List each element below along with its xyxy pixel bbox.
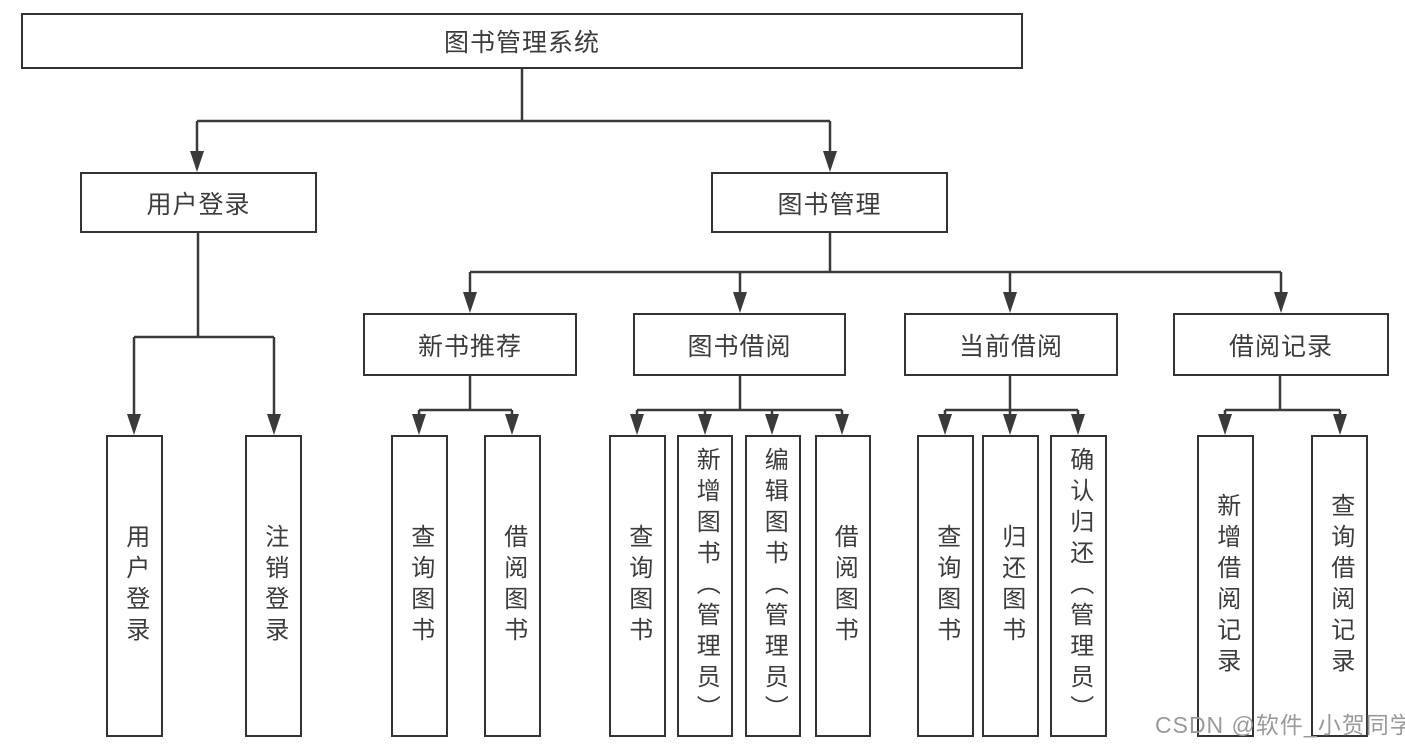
- node-add-books-admin: 新增图书（管理员）: [677, 435, 733, 737]
- node-new-book-recommend: 新书推荐: [363, 313, 577, 376]
- node-label: 借阅记录: [1228, 332, 1333, 361]
- node-library-management-system: 图书管理系统: [21, 13, 1023, 69]
- node-label: 借阅图书: [499, 524, 527, 648]
- arrowheads: [127, 151, 1347, 435]
- node-user-login-leaf: 用户登录: [106, 435, 163, 737]
- node-label: 图书管理系统: [443, 29, 600, 57]
- node-query-borrow-record: 查询借阅记录: [1311, 435, 1368, 737]
- csdn-watermark: CSDN @软件_小贺同学: [1155, 712, 1405, 738]
- node-confirm-return-admin: 确认归还（管理员）: [1050, 435, 1107, 737]
- node-borrow-books: 借阅图书: [815, 435, 871, 737]
- node-book-borrow: 图书借阅: [633, 313, 846, 376]
- node-label: 借阅图书: [830, 524, 858, 648]
- node-edit-books-admin: 编辑图书（管理员）: [745, 435, 801, 737]
- node-borrow-records: 借阅记录: [1173, 313, 1389, 376]
- node-label: 图书管理: [777, 190, 882, 219]
- node-label: 新书推荐: [417, 332, 522, 361]
- node-current-borrow: 当前借阅: [904, 313, 1118, 376]
- node-book-management: 图书管理: [711, 172, 948, 233]
- node-label: 查询图书: [624, 524, 652, 648]
- node-label: 新增借阅记录: [1212, 493, 1240, 679]
- node-query-books: 查询图书: [609, 435, 666, 737]
- node-label: 确认归还（管理员）: [1065, 446, 1093, 726]
- node-label: 归还图书: [997, 524, 1025, 648]
- node-label: 新增图书（管理员）: [692, 446, 720, 726]
- node-logout: 注销登录: [245, 435, 302, 737]
- node-query-books: 查询图书: [391, 435, 448, 737]
- node-return-books: 归还图书: [982, 435, 1039, 737]
- node-label: 查询图书: [932, 524, 960, 648]
- node-user-login: 用户登录: [80, 172, 317, 233]
- node-label: 图书借阅: [687, 332, 792, 361]
- node-label: 用户登录: [121, 524, 149, 648]
- node-label: 查询图书: [406, 524, 434, 648]
- node-label: 注销登录: [260, 524, 288, 648]
- node-borrow-books: 借阅图书: [484, 435, 541, 737]
- node-label: 编辑图书（管理员）: [760, 446, 788, 726]
- node-label: 当前借阅: [958, 332, 1063, 361]
- node-label: 查询借阅记录: [1326, 493, 1354, 679]
- node-query-books: 查询图书: [917, 435, 974, 737]
- node-add-borrow-record: 新增借阅记录: [1197, 435, 1254, 737]
- node-label: 用户登录: [146, 190, 251, 219]
